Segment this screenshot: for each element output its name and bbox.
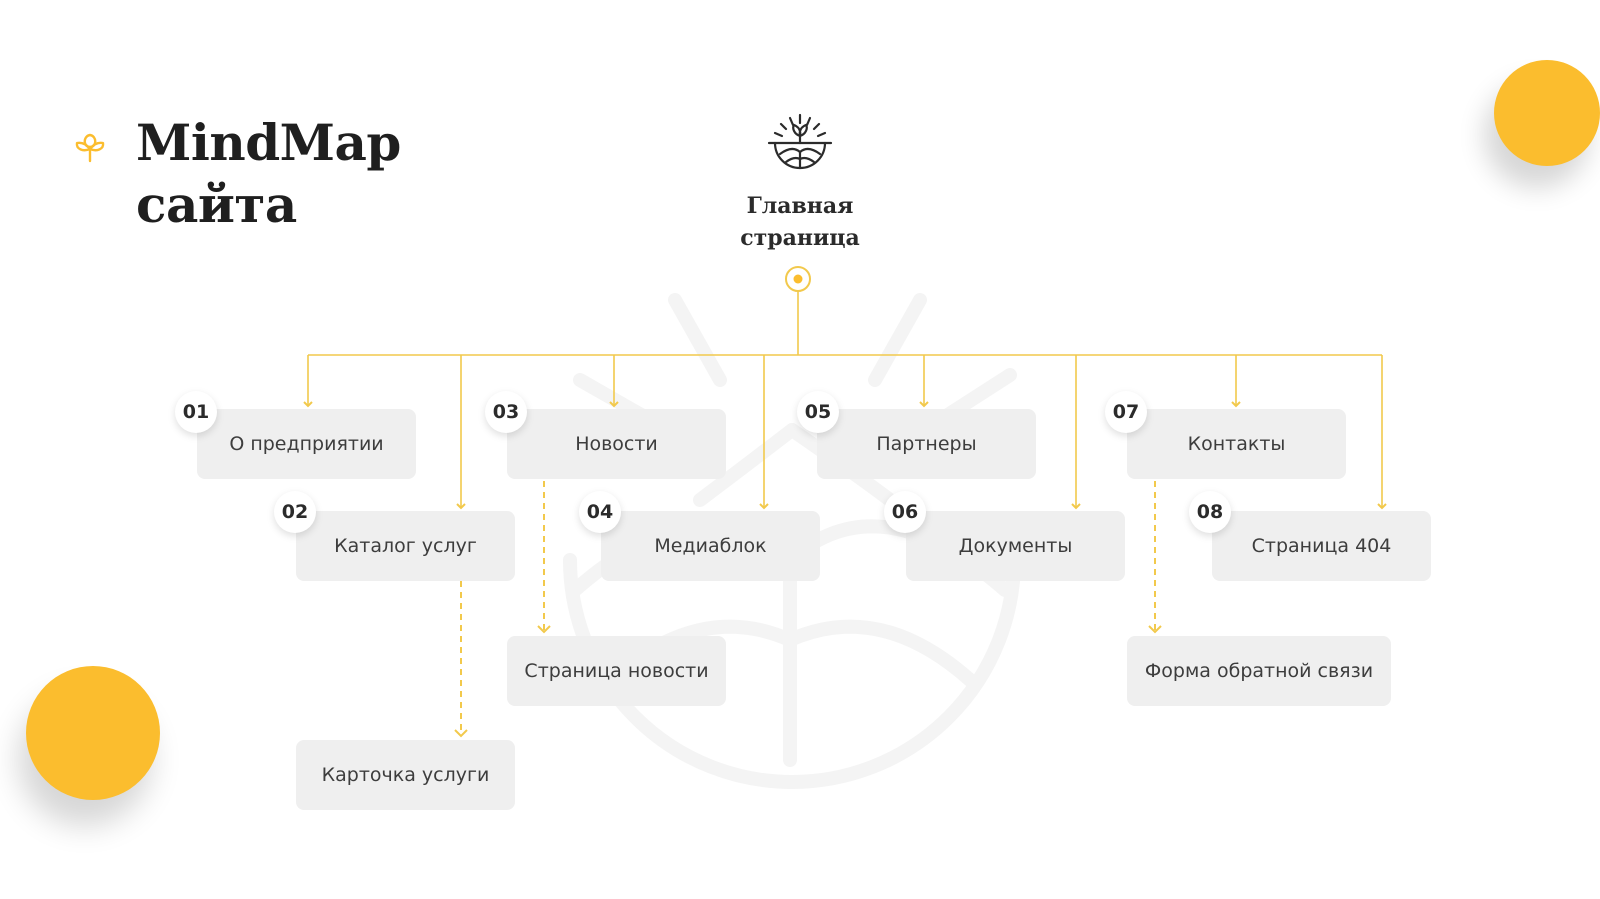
branch-arrowhead [303, 401, 313, 408]
node-number-badge: 01 [175, 391, 217, 433]
node-catalog[interactable]: Каталог услуг [296, 511, 515, 581]
branch-arrowhead [1231, 401, 1241, 408]
subpage-arrowhead [1148, 625, 1162, 634]
branch-arrowhead [456, 503, 466, 510]
node-documents[interactable]: Документы [906, 511, 1125, 581]
leaf-icon [75, 133, 105, 163]
node-news[interactable]: Новости [507, 409, 726, 479]
sun-plant-logo-icon [767, 113, 833, 170]
page-title-line1: MindMap [136, 113, 401, 172]
node-media-label: Медиаблок [654, 535, 767, 557]
node-service-card-label: Карточка услуги [321, 764, 490, 786]
branch-arrowhead [1071, 503, 1081, 510]
node-news-page-label: Страница новости [524, 660, 709, 682]
node-service-card[interactable]: Карточка услуги [296, 740, 515, 810]
node-number-badge: 07 [1105, 391, 1147, 433]
node-news-label: Новости [575, 433, 658, 455]
subpage-arrowhead [454, 729, 468, 738]
node-number-badge: 02 [274, 491, 316, 533]
node-feedback-form[interactable]: Форма обратной связи [1127, 636, 1391, 706]
page-title: MindMap сайта [136, 112, 401, 236]
page-title-line2: сайта [136, 175, 297, 234]
decorative-circle-top-right [1494, 60, 1600, 166]
node-partners-label: Партнеры [876, 433, 977, 455]
node-about[interactable]: О предприятии [197, 409, 416, 479]
branch-arrowhead [609, 401, 619, 408]
node-contacts[interactable]: Контакты [1127, 409, 1346, 479]
node-number-badge: 08 [1189, 491, 1231, 533]
node-contacts-label: Контакты [1187, 433, 1286, 455]
root-node-label[interactable]: Главная страница [700, 190, 900, 254]
root-node-label-line1: Главная [746, 193, 854, 219]
node-news-page[interactable]: Страница новости [507, 636, 726, 706]
node-number-badge: 03 [485, 391, 527, 433]
decorative-circle-bottom-left [26, 666, 160, 800]
node-page-404[interactable]: Страница 404 [1212, 511, 1431, 581]
branch-arrowhead [759, 503, 769, 510]
node-catalog-label: Каталог услуг [334, 535, 477, 557]
node-partners[interactable]: Партнеры [817, 409, 1036, 479]
node-page-404-label: Страница 404 [1251, 535, 1392, 557]
node-number-badge: 05 [797, 391, 839, 433]
root-node-dot [793, 274, 803, 284]
node-feedback-form-label: Форма обратной связи [1144, 660, 1374, 682]
node-number-badge: 06 [884, 491, 926, 533]
node-documents-label: Документы [958, 535, 1073, 557]
branch-arrowhead [919, 401, 929, 408]
subpage-arrowhead [537, 625, 551, 634]
node-about-label: О предприятии [229, 433, 384, 455]
node-media[interactable]: Медиаблок [601, 511, 820, 581]
node-number-badge: 04 [579, 491, 621, 533]
root-node-label-line2: страница [740, 225, 860, 251]
branch-arrowhead [1377, 503, 1387, 510]
